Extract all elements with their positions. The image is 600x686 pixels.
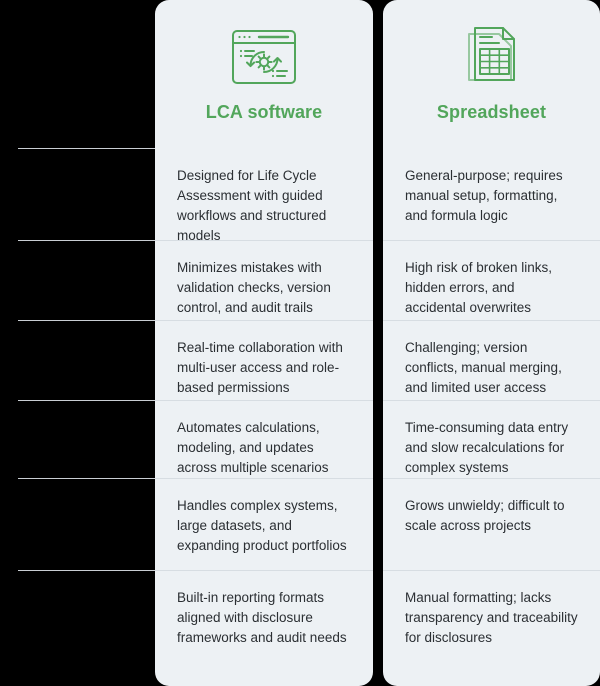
- cell-text: Manual formatting; lacks transparency an…: [405, 590, 578, 645]
- column-card-spreadsheet: Spreadsheet General-purpose; requires ma…: [383, 0, 600, 686]
- lca-software-header: LCA software: [155, 0, 373, 148]
- cell-text: General-purpose; requires manual setup, …: [405, 168, 563, 223]
- spreadsheet-cell: Time-consuming data entry and slow recal…: [383, 400, 600, 478]
- lca-software-title: LCA software: [205, 102, 323, 122]
- spreadsheet-cell: Challenging; version conflicts, manual m…: [383, 320, 600, 400]
- lca-software-cell: Minimizes mistakes with validation check…: [155, 240, 373, 320]
- criteria-label-row: [0, 570, 155, 686]
- spreadsheet-title: Spreadsheet: [436, 102, 547, 122]
- column-gutter: [373, 0, 383, 686]
- spreadsheet-documents-icon: [454, 26, 530, 88]
- spreadsheet-cell: General-purpose; requires manual setup, …: [383, 148, 600, 240]
- criteria-label-row: [0, 320, 155, 400]
- cell-text: High risk of broken links, hidden errors…: [405, 260, 553, 315]
- spreadsheet-header: Spreadsheet: [383, 0, 600, 148]
- spreadsheet-cell: High risk of broken links, hidden errors…: [383, 240, 600, 320]
- cell-text: Real-time collaboration with multi-user …: [177, 340, 343, 395]
- lca-software-cell: Handles complex systems, large datasets,…: [155, 478, 373, 570]
- lca-software-cell: Automates calculations, modeling, and up…: [155, 400, 373, 478]
- criteria-label-row: [0, 148, 155, 240]
- criteria-column-header: [0, 0, 155, 148]
- criteria-label-column: [0, 0, 155, 686]
- cell-text: Grows unwieldy; difficult to scale acros…: [405, 498, 565, 533]
- column-card-lca-software: LCA software Designed for Life Cycle Ass…: [155, 0, 373, 686]
- cell-text: Handles complex systems, large datasets,…: [177, 498, 347, 553]
- cell-text: Built-in reporting formats aligned with …: [177, 590, 347, 645]
- cell-text: Time-consuming data entry and slow recal…: [405, 420, 569, 475]
- spreadsheet-cell: Manual formatting; lacks transparency an…: [383, 570, 600, 686]
- criteria-label-row: [0, 478, 155, 570]
- cell-text: Automates calculations, modeling, and up…: [177, 420, 329, 475]
- criteria-label-row: [0, 400, 155, 478]
- browser-window-gear-refresh-icon: [226, 26, 302, 88]
- spreadsheet-cell: Grows unwieldy; difficult to scale acros…: [383, 478, 600, 570]
- cell-text: Challenging; version conflicts, manual m…: [405, 340, 562, 395]
- lca-software-cell: Real-time collaboration with multi-user …: [155, 320, 373, 400]
- lca-software-cell: Built-in reporting formats aligned with …: [155, 570, 373, 686]
- cell-text: Designed for Life Cycle Assessment with …: [177, 168, 327, 243]
- cell-text: Minimizes mistakes with validation check…: [177, 260, 331, 315]
- lca-software-cell: Designed for Life Cycle Assessment with …: [155, 148, 373, 243]
- criteria-label-row: [0, 240, 155, 320]
